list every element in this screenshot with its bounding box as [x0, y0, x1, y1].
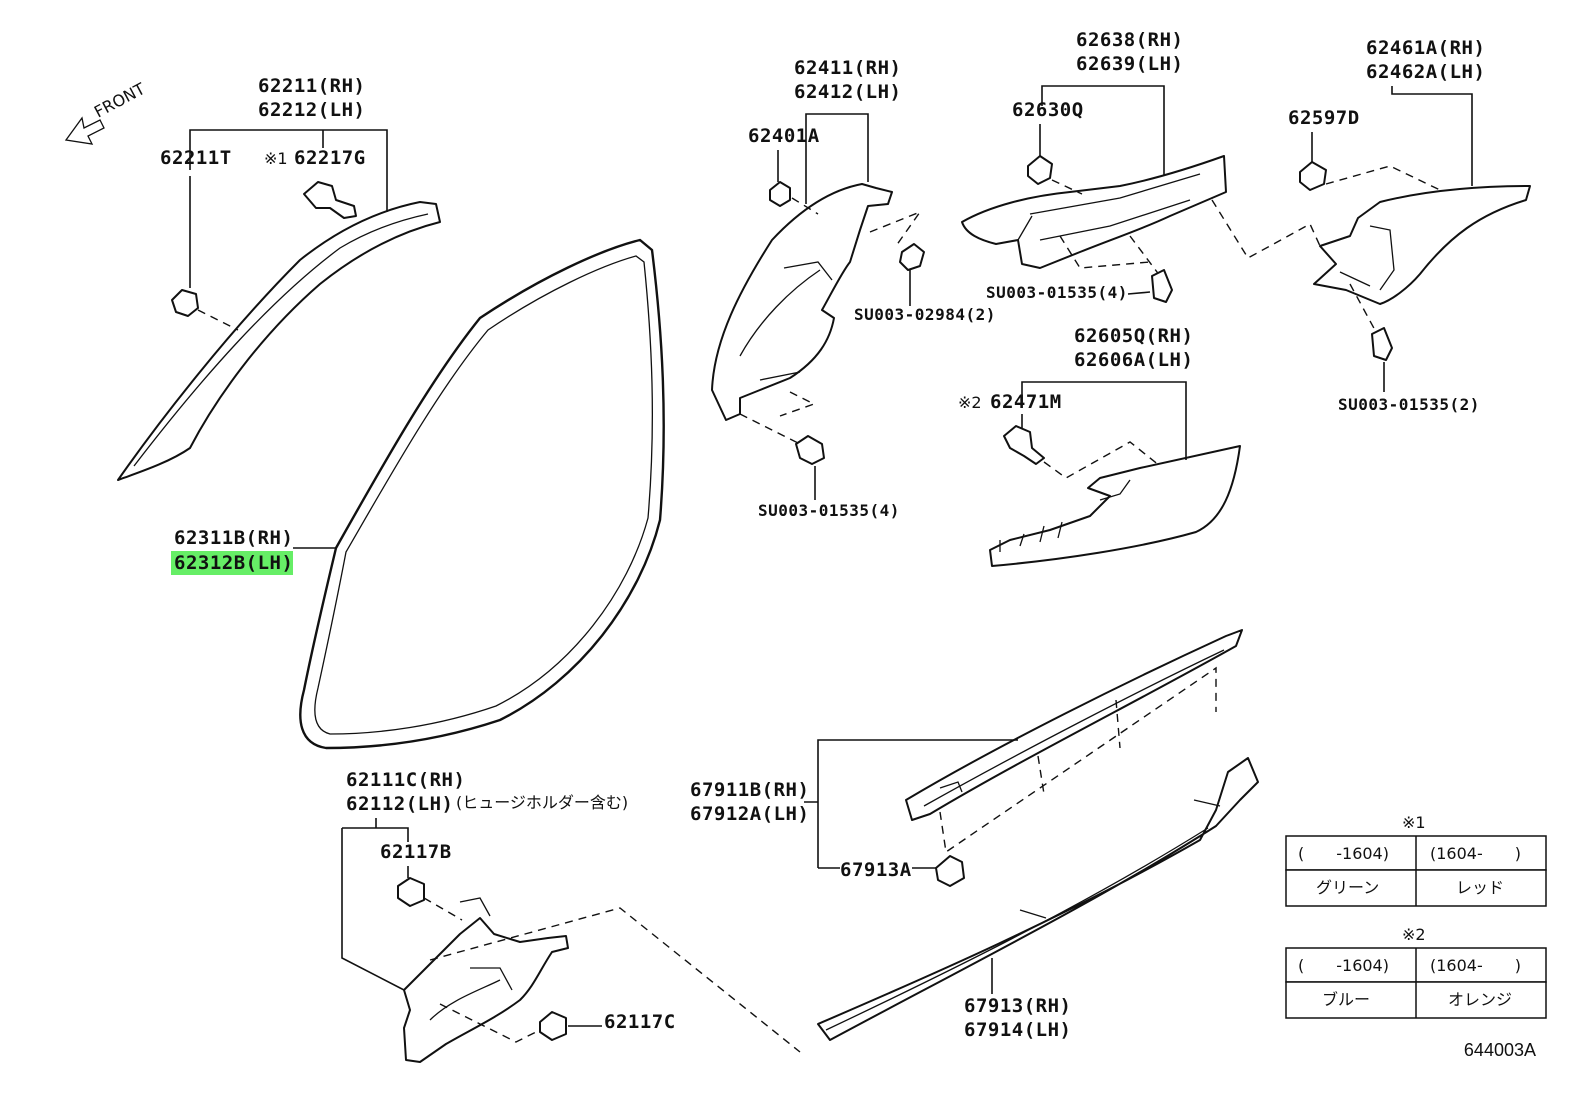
label-su01535-top: SU003-01535(4): [986, 283, 1128, 302]
label-67913: 67913(RH): [964, 995, 1071, 1017]
clip-62597d-icon: [1299, 161, 1441, 191]
highlight-62312b: [171, 551, 293, 575]
door-scuff-plate: [905, 629, 1243, 821]
diagram-id: 644003A: [1463, 1040, 1536, 1060]
label-su02984: SU003-02984(2): [854, 305, 996, 324]
clip-62471m-icon: [1003, 425, 1161, 479]
front-label: FRONT: [91, 79, 148, 122]
label-62630q: 62630Q: [1012, 99, 1084, 121]
label-62471m: 62471M: [990, 391, 1062, 413]
label-62211: 62211(RH): [258, 75, 365, 97]
label-62217g: 62217G: [294, 147, 366, 169]
table-2-header-right: (1604- ): [1430, 956, 1521, 975]
front-arrow-icon: [64, 116, 105, 145]
label-62111c: 62111C(RH): [346, 769, 465, 791]
leader-67911b: [804, 739, 1018, 868]
label-62639: 62639(LH): [1076, 53, 1183, 75]
center-pillar-lower: [989, 445, 1241, 567]
roof-side-garnish: [961, 155, 1227, 269]
label-62117b: 62117B: [380, 841, 452, 863]
clip-62117c-icon: [439, 1003, 567, 1043]
dash-su01535-mid: [739, 391, 816, 445]
label-62211t: 62211T: [160, 147, 232, 169]
leader-62605q: [1021, 381, 1187, 460]
dash-scuff-clips: [939, 666, 1217, 854]
door-weatherstrip: [299, 238, 665, 750]
label-su01535-mid: SU003-01535(4): [758, 501, 900, 520]
label-62401a: 62401A: [748, 125, 820, 147]
dash-su02984: [869, 210, 922, 247]
leader-62111c: [341, 818, 409, 991]
label-62605q: 62605Q(RH): [1074, 325, 1193, 347]
label-62606a: 62606A(LH): [1074, 349, 1193, 371]
label-67911b: 67911B(RH): [690, 779, 809, 801]
color-table-1: ( -1604) (1604- ) グリーン レッド: [1285, 835, 1547, 907]
clip-62630q-icon: [1027, 155, 1083, 195]
label-62638: 62638(RH): [1076, 29, 1183, 51]
clip-62217g-icon: [303, 181, 357, 219]
dash-su01535-right: [1349, 283, 1377, 333]
table-2-value-right: オレンジ: [1448, 990, 1512, 1009]
dash-su01535-top: [1059, 235, 1161, 277]
leader-62211: [189, 129, 388, 212]
label-62597d: 62597D: [1288, 107, 1360, 129]
table-1-value-right: レッド: [1456, 878, 1504, 897]
label-62311b: 62311B(RH): [174, 527, 293, 549]
clip-62401a-icon: [769, 181, 819, 215]
label-62312b: 62312B(LH): [174, 552, 293, 574]
table-2-value-left: ブルー: [1322, 990, 1370, 1009]
label-67913a: 67913A: [840, 859, 912, 881]
clip-67913a-icon: [935, 855, 965, 887]
cowl-side-trim: [403, 897, 569, 1063]
mark-1-62217g: ※1: [264, 149, 288, 168]
label-62212: 62212(LH): [258, 99, 365, 121]
label-67914: 67914(LH): [964, 1019, 1071, 1041]
label-62117c: 62117C: [604, 1011, 676, 1033]
leader-su01535-top: [1127, 291, 1151, 295]
label-su01535-right: SU003-01535(2): [1338, 395, 1480, 414]
a-pillar-garnish: [117, 201, 441, 481]
table-1-mark: ※1: [1402, 813, 1426, 832]
dash-quarter-link: [1211, 199, 1321, 259]
clip-su01535-top-icon: [1151, 269, 1173, 303]
leader-62411: [805, 113, 869, 204]
clip-su01535-mid-icon: [795, 435, 825, 465]
label-62112: 62112(LH): [346, 793, 453, 815]
rocker-sill-plate: [817, 757, 1259, 1041]
leader-62638: [1041, 85, 1165, 176]
quarter-trim-upper: [1313, 185, 1531, 305]
clip-su02984-icon: [899, 243, 925, 271]
label-62112-note: (ヒュージホルダー含む): [456, 793, 628, 812]
label-62411: 62411(RH): [794, 57, 901, 79]
clip-su01535-right-icon: [1371, 327, 1393, 361]
mark-2-62471m: ※2: [958, 393, 982, 412]
table-1-value-left: グリーン: [1316, 878, 1379, 897]
table-2-header-left: ( -1604): [1298, 956, 1389, 975]
leader-62461a: [1391, 86, 1473, 186]
label-62462a: 62462A(LH): [1366, 61, 1485, 83]
label-62461a: 62461A(RH): [1366, 37, 1485, 59]
table-1-header-left: ( -1604): [1298, 844, 1389, 863]
table-2-mark: ※2: [1402, 925, 1426, 944]
table-1-header-right: (1604- ): [1430, 844, 1521, 863]
clip-62117b-icon: [397, 877, 801, 1053]
clip-62211t-icon: [171, 289, 239, 331]
label-62412: 62412(LH): [794, 81, 901, 103]
center-pillar-upper: [711, 183, 893, 421]
label-67912a: 67912A(LH): [690, 803, 809, 825]
color-table-2: ( -1604) (1604- ) ブルー オレンジ: [1285, 947, 1547, 1019]
